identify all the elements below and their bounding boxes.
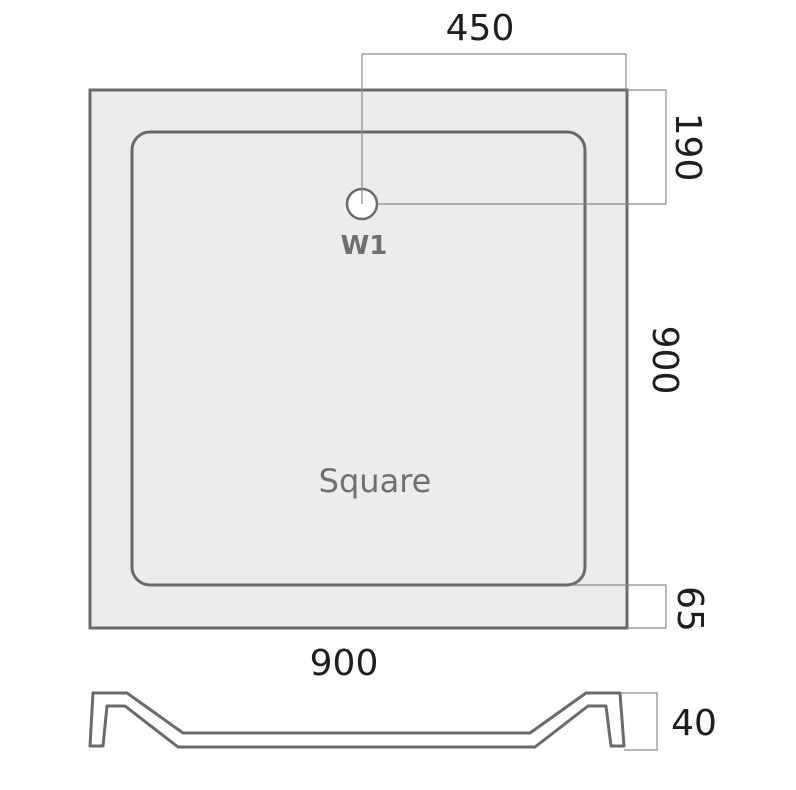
dim-width: 900 (310, 643, 379, 684)
dim-line-rim (572, 584, 667, 629)
dim-rim: 65 (669, 586, 710, 632)
waste-label: W1 (341, 231, 388, 261)
tray-inner-basin (130, 130, 587, 587)
dim-waste-offset-x: 450 (446, 8, 515, 49)
shape-label: Square (319, 462, 432, 500)
dim-height: 40 (671, 703, 717, 744)
dim-line-waste-x (361, 53, 627, 204)
dim-line-height (620, 692, 658, 751)
dim-line-waste-y (377, 89, 667, 205)
dim-waste-offset-y: 190 (667, 113, 708, 182)
dim-depth: 900 (644, 326, 685, 395)
tray-section-profile (88, 691, 626, 749)
